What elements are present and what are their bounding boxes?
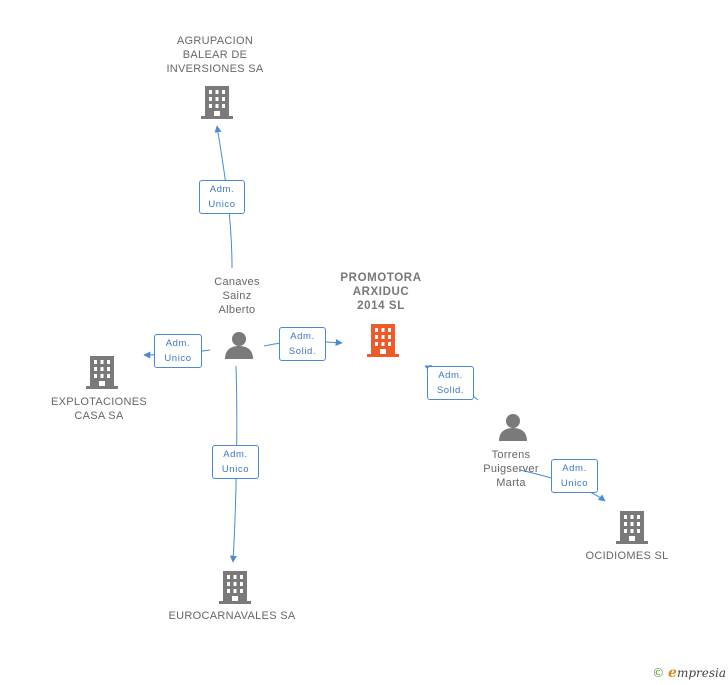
building-icon[interactable] bbox=[616, 509, 648, 545]
person-icon[interactable] bbox=[498, 412, 528, 442]
node-label-torrens[interactable]: Torrens Puigserver Marta bbox=[483, 449, 539, 489]
edge-badge-canaves-promotora[interactable]: Adm. Solid. bbox=[279, 327, 326, 361]
copyright-icon: © bbox=[652, 666, 665, 680]
building-icon[interactable] bbox=[219, 569, 251, 605]
building-icon[interactable] bbox=[201, 84, 233, 120]
node-label-promotora[interactable]: PROMOTORA ARXIDUC 2014 SL bbox=[340, 272, 422, 312]
node-label-canaves[interactable]: Canaves Sainz Alberto bbox=[214, 276, 260, 316]
edge-badge-torrens-ocidiomes[interactable]: Adm. Unico bbox=[551, 459, 598, 493]
edge-badge-canaves-agrupacion[interactable]: Adm. Unico bbox=[199, 180, 245, 214]
person-icon[interactable] bbox=[224, 330, 254, 360]
edge-badge-canaves-eurocarnavales[interactable]: Adm. Unico bbox=[212, 445, 259, 479]
node-label-eurocarnavales[interactable]: EUROCARNAVALES SA bbox=[168, 610, 296, 622]
node-label-ocidiomes[interactable]: OCIDIOMES SL bbox=[585, 550, 669, 562]
building-icon[interactable] bbox=[367, 322, 399, 358]
edge-badge-torrens-promotora[interactable]: Adm. Solid. bbox=[427, 366, 474, 400]
node-label-agrupacion[interactable]: AGRUPACION BALEAR DE INVERSIONES SA bbox=[166, 35, 264, 75]
brand-name: mpresia bbox=[676, 666, 726, 680]
building-icon[interactable] bbox=[86, 354, 118, 390]
empresia-logo[interactable]: © empresia bbox=[652, 665, 726, 681]
edge-badge-canaves-explotaciones[interactable]: Adm. Unico bbox=[154, 334, 202, 368]
brand-initial: e bbox=[668, 665, 677, 681]
node-label-explotaciones[interactable]: EXPLOTACIONES CASA SA bbox=[51, 396, 147, 422]
